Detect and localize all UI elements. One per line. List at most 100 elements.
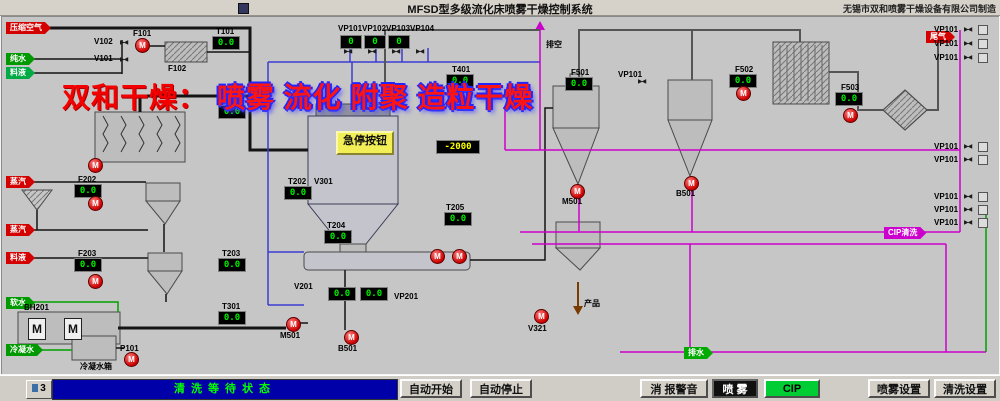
valve-icon[interactable]: ▶◀ [964,144,972,150]
component-label: V321 [528,324,547,333]
component-label: VP101 [934,205,959,214]
clean-settings-button[interactable]: 清洗设置 [934,379,996,398]
pump-motor-icon[interactable]: M [135,38,150,53]
component-label: F101 [133,29,152,38]
pump-motor-icon[interactable]: M [88,196,103,211]
value-display: 0.0 [446,74,474,88]
spray-button[interactable]: 喷 雾 [712,379,758,398]
value-display: 0.0 [835,92,863,106]
pump-motor-icon[interactable]: M [843,108,858,123]
valve-actuator-icon [978,192,988,202]
auto-stop-button[interactable]: 自动停止 [470,379,532,398]
flow-tag: 尾气 [926,31,955,43]
value-display: 0.0 [218,258,246,272]
value-display: 0 [340,35,362,49]
component-label: F503 [841,83,860,92]
valve-actuator-icon [978,218,988,228]
component-label: V102 [94,37,113,46]
value-display: 0.0 [284,186,312,200]
valve-icon[interactable]: ▶◀ [964,55,972,61]
valve-icon[interactable]: ▶◀ [344,49,352,55]
flow-tag: 纯水 [6,53,35,65]
value-display: 0.0 [218,311,246,325]
cip-button[interactable]: CIP [764,379,820,398]
value-display: 0 [364,35,386,49]
page-index-button[interactable]: 3 [26,380,52,399]
valve-icon[interactable]: ▶◀ [964,194,972,200]
mute-alarm-button[interactable]: 消 报警音 [640,379,708,398]
valve-icon[interactable]: ▶◀ [964,157,972,163]
value-display: 0.0 [324,230,352,244]
value-display: 0.0 [360,287,388,301]
valve-icon[interactable]: ▶◀ [964,220,972,226]
value-display: 0.0 [444,212,472,226]
pump-motor-icon[interactable]: M [736,86,751,101]
flow-tag: 蒸汽 [6,176,35,188]
pump-motor-icon[interactable]: M [88,158,103,173]
component-label: F501 [571,68,590,77]
valve-icon[interactable]: ▶◀ [368,49,376,55]
flow-tag: 料液 [6,252,35,264]
component-label: 产品 [584,299,600,308]
pump-motor-icon[interactable]: M [344,330,359,345]
component-label: VP101 [934,142,959,151]
component-label: T401 [452,65,471,74]
page-title: MFSD型多级流化床喷雾干燥控制系统 [407,4,593,16]
company-name: 无锡市双和喷雾干燥设备有限公司制造 [842,4,996,14]
valve-actuator-icon [978,25,988,35]
component-label: F102 [168,64,187,73]
valve-icon[interactable]: ▶◀ [416,49,424,55]
spray-settings-button[interactable]: 喷雾设置 [868,379,930,398]
emergency-stop-button[interactable]: 急停按钮 [336,131,394,155]
flow-tag: 料液 [6,67,35,79]
value-display: 0.0 [328,287,356,301]
value-display: 0.0 [74,258,102,272]
page-icon [32,384,39,393]
valve-icon[interactable]: ▶◀ [964,27,972,33]
value-display: 0.0 [565,77,593,91]
pump-motor-icon[interactable]: M [684,176,699,191]
pump-motor-icon[interactable]: M [430,249,445,264]
value-display: 0.0 [74,184,102,198]
pump-motor-icon[interactable]: M [124,352,139,367]
component-label: 冷凝水箱 [80,362,112,371]
valve-icon[interactable]: ▶◀ [638,79,646,85]
component-label: V101 [94,54,113,63]
component-label: M501 [562,197,583,206]
component-label: VP101 [934,155,959,164]
component-label: VP101 [934,218,959,227]
component-label: T205 [446,203,465,212]
motor-icon: M [64,318,82,340]
valve-actuator-icon [978,39,988,49]
component-label: B501 [338,344,358,353]
pump-motor-icon[interactable]: M [286,317,301,332]
flow-tag: 蒸汽 [6,224,35,236]
component-label: T204 [327,221,346,230]
component-label: VP104 [410,24,435,33]
component-label: 排空 [546,40,562,49]
component-label: VP201 [394,292,419,301]
component-label: T203 [222,249,241,258]
component-label: VP101 [934,53,959,62]
valve-icon[interactable]: ▶◀ [120,40,128,46]
status-banner: 清洗等待状态 [52,379,398,400]
pump-motor-icon[interactable]: M [570,184,585,199]
component-label: F202 [78,175,97,184]
value-display: -2000 [436,140,480,154]
control-bar: 3 清洗等待状态 自动开始 自动停止 消 报警音 喷 雾 CIP 喷雾设置 清洗… [0,375,1000,401]
pump-motor-icon[interactable]: M [452,249,467,264]
pump-motor-icon[interactable]: M [534,309,549,324]
valve-icon[interactable]: ▶◀ [392,49,400,55]
valve-icon[interactable]: ▶◀ [120,57,128,63]
value-display: 0.0 [729,74,757,88]
valve-icon[interactable]: ▶◀ [964,41,972,47]
auto-start-button[interactable]: 自动开始 [400,379,462,398]
component-label: VP101 [934,25,959,34]
flow-tag: CIP清洗 [884,227,926,239]
pump-motor-icon[interactable]: M [88,274,103,289]
page-index-label: 3 [40,383,46,394]
component-label: VP101 [618,70,643,79]
valve-icon[interactable]: ▶◀ [964,207,972,213]
